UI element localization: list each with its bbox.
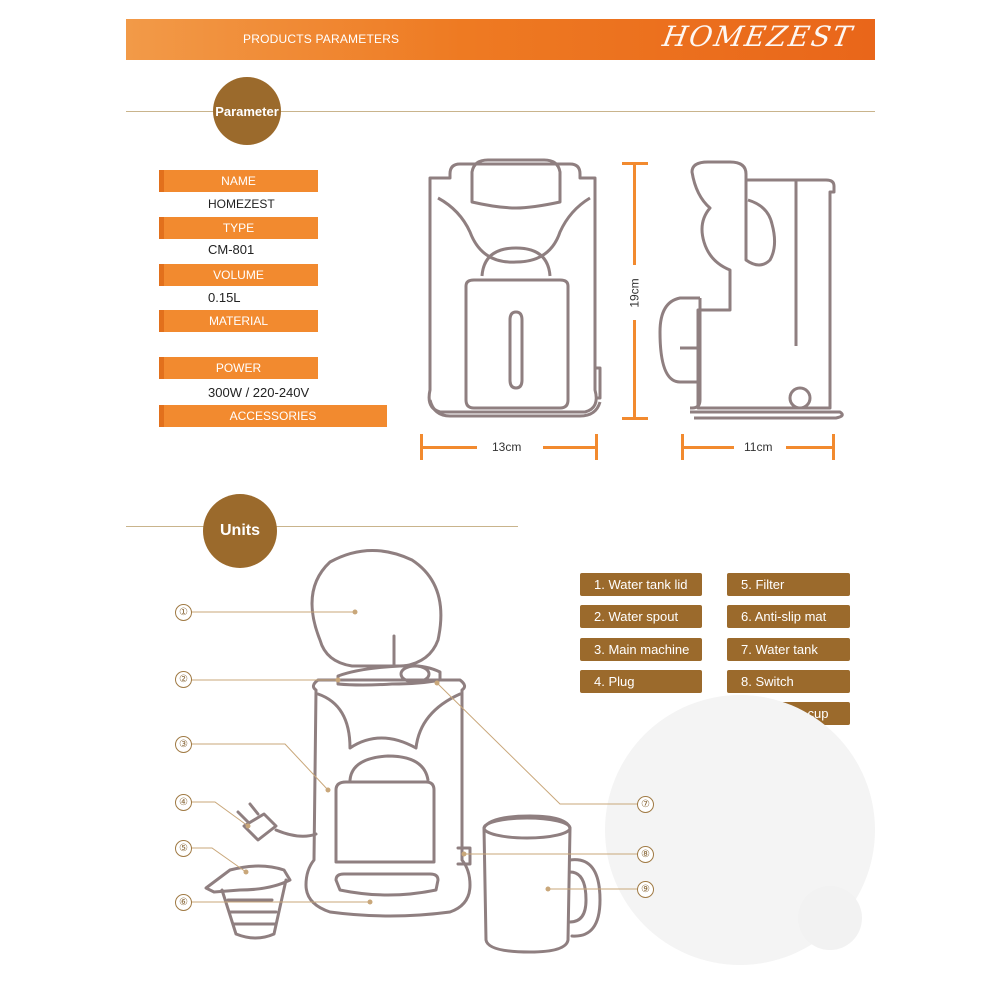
- param-label-power: POWER: [159, 357, 318, 379]
- callout-9: ⑨: [637, 881, 654, 898]
- dim-height-top-tick: [622, 162, 648, 165]
- glow-small: [798, 886, 862, 950]
- callout-3: ③: [175, 736, 192, 753]
- param-label-material: MATERIAL: [159, 310, 318, 332]
- banner-title: PRODUCTS PARAMETERS: [243, 32, 400, 46]
- front-view-drawing: [427, 158, 602, 418]
- parameter-badge: Parameter: [213, 77, 281, 145]
- callout-6: ⑥: [175, 894, 192, 911]
- unit-label-1: 1. Water tank lid: [580, 573, 702, 596]
- dim-height-top-bar: [633, 165, 636, 265]
- header-banner: PRODUCTS PARAMETERS HOMEZEST: [126, 19, 875, 60]
- param-value-type: CM-801: [208, 242, 255, 257]
- lid-shape: [310, 549, 443, 668]
- dim-side-width-label: 11cm: [744, 440, 773, 454]
- unit-label-7: 7. Water tank: [727, 638, 850, 661]
- callout-8: ⑧: [637, 846, 654, 863]
- dim-front-right-tick: [595, 434, 598, 460]
- units-divider: [126, 526, 518, 527]
- unit-label-5: 5. Filter: [727, 573, 850, 596]
- dim-front-left-tick: [420, 434, 423, 460]
- callout-2: ②: [175, 671, 192, 688]
- param-value-name: HOMEZEST: [208, 197, 275, 211]
- units-heading: Units: [220, 522, 260, 539]
- dim-side-left-tick: [681, 434, 684, 460]
- dim-front-left-bar: [423, 446, 477, 449]
- dim-front-right-bar: [543, 446, 595, 449]
- unit-label-2: 2. Water spout: [580, 605, 702, 628]
- callout-4: ④: [175, 794, 192, 811]
- units-badge: Units: [203, 494, 277, 568]
- unit-label-3: 3. Main machine: [580, 638, 702, 661]
- unit-label-4: 4. Plug: [580, 670, 702, 693]
- unit-label-8: 8. Switch: [727, 670, 850, 693]
- dim-height-bottom-bar: [633, 320, 636, 417]
- param-label-type: TYPE: [159, 217, 318, 239]
- callout-5: ⑤: [175, 840, 192, 857]
- dim-side-left-bar: [684, 446, 734, 449]
- param-label-accessories: ACCESSORIES: [159, 405, 387, 427]
- parameter-divider: [126, 111, 875, 112]
- callout-7: ⑦: [637, 796, 654, 813]
- param-label-volume: VOLUME: [159, 264, 318, 286]
- dim-side-right-bar: [786, 446, 832, 449]
- dim-height-bottom-tick: [622, 417, 648, 420]
- param-value-volume: 0.15L: [208, 290, 241, 305]
- unit-label-6: 6. Anti-slip mat: [727, 605, 850, 628]
- callout-1: ①: [175, 604, 192, 621]
- dim-side-right-tick: [832, 434, 835, 460]
- dim-front-width-label: 13cm: [492, 440, 522, 454]
- param-value-power: 300W / 220-240V: [208, 385, 310, 400]
- parameter-heading: Parameter: [215, 103, 279, 119]
- param-label-name: NAME: [159, 170, 318, 192]
- side-view-drawing: [658, 160, 844, 420]
